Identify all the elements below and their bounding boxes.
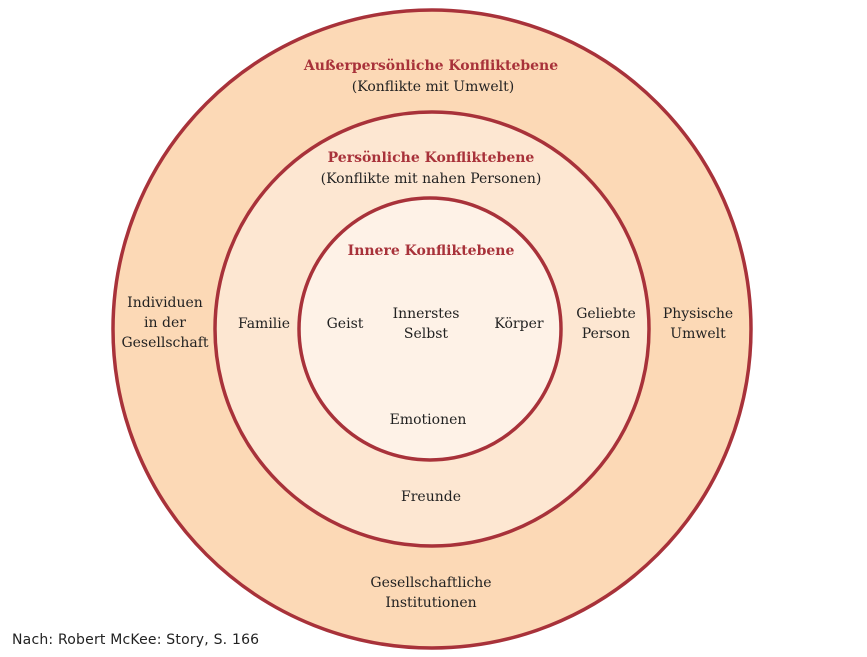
inner-ring <box>297 196 563 462</box>
middle-label-family: Familie <box>237 316 291 332</box>
middle-label-friends: Freunde <box>401 489 461 505</box>
middle-label-beloved-person: Geliebte Person <box>576 306 636 342</box>
inner-label-emotions: Emotionen <box>389 412 467 428</box>
middle-level-subtitle: (Konflikte mit nahen Personen) <box>320 171 542 187</box>
inner-level-title: Innere Konfliktebene <box>347 243 515 259</box>
inner-label-mind: Geist <box>326 316 364 332</box>
inner-label-innermost-self: Innerstes Selbst <box>392 306 460 342</box>
source-citation: Nach: Robert McKee: Story, S. 166 <box>12 632 260 648</box>
middle-level-title: Persönliche Konfliktebene <box>327 150 535 166</box>
outer-label-individuals: Individuen in der Gesellschaft <box>121 295 209 351</box>
outer-label-physical-environment: Physische Umwelt <box>662 306 734 342</box>
outer-level-subtitle: (Konflikte mit Umwelt) <box>351 79 515 95</box>
outer-level-title: Außerpersönliche Konfliktebene <box>303 58 559 74</box>
outer-label-institutions: Gesellschaftliche Institutionen <box>370 575 492 611</box>
inner-label-body: Körper <box>494 316 544 332</box>
